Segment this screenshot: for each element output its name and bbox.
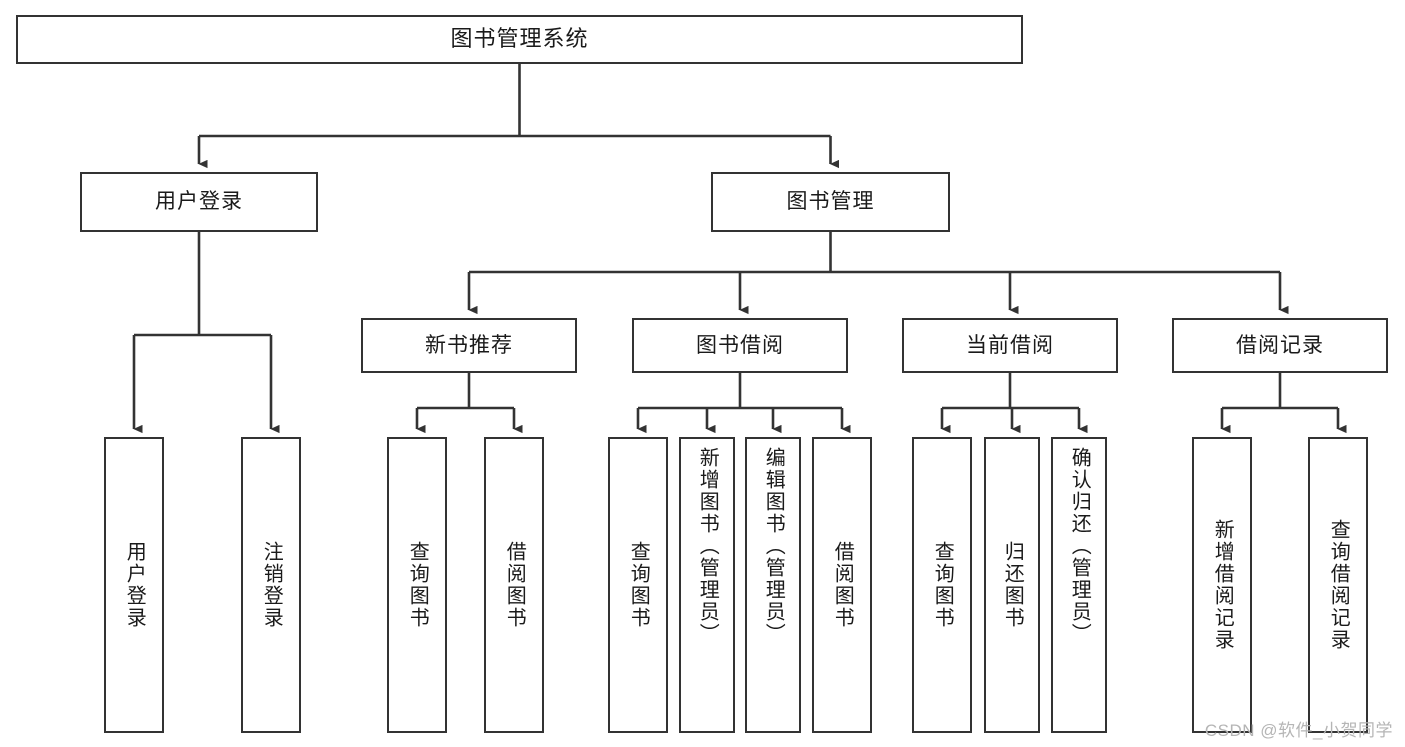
- edges-current-borrow: [940, 373, 1088, 434]
- node-leaf-add-book[interactable]: 新增图书（管理员）: [679, 437, 735, 733]
- node-book-borrow[interactable]: 图书借阅: [632, 318, 848, 373]
- edges-new-book-recommend: [415, 373, 523, 434]
- node-book-manage[interactable]: 图书管理: [711, 172, 950, 232]
- edges-borrow-record: [1220, 373, 1347, 434]
- csdn-watermark: CSDN @软件_小贺同学: [1204, 721, 1393, 740]
- edges-book-manage: [467, 232, 1289, 315]
- leaf-label: 查询图书: [931, 541, 954, 629]
- edges-user-login: [132, 232, 280, 434]
- leaf-label: 查询借阅记录: [1327, 519, 1350, 651]
- node-current-borrow[interactable]: 当前借阅: [902, 318, 1118, 373]
- node-leaf-query-book-3[interactable]: 查询图书: [912, 437, 972, 733]
- node-leaf-add-record[interactable]: 新增借阅记录: [1192, 437, 1252, 733]
- edges-book-borrow: [636, 373, 851, 434]
- node-new-book-recommend[interactable]: 新书推荐: [361, 318, 577, 373]
- leaf-label: 查询图书: [406, 541, 429, 629]
- leaf-label: 用户登录: [123, 541, 146, 629]
- leaf-label: 归还图书: [1001, 541, 1024, 629]
- leaf-label: 注销登录: [260, 541, 283, 629]
- leaf-label: 借阅图书: [503, 541, 526, 629]
- node-leaf-query-record[interactable]: 查询借阅记录: [1308, 437, 1368, 733]
- leaf-label: 借阅图书: [831, 541, 854, 629]
- node-user-login[interactable]: 用户登录: [80, 172, 318, 232]
- leaf-label: 新增借阅记录: [1211, 519, 1234, 651]
- edges-root: [197, 64, 840, 169]
- node-leaf-borrow-book-1[interactable]: 借阅图书: [484, 437, 544, 733]
- node-leaf-borrow-book-2[interactable]: 借阅图书: [812, 437, 872, 733]
- node-leaf-query-book-2[interactable]: 查询图书: [608, 437, 668, 733]
- leaf-label: 新增图书（管理员）: [696, 447, 719, 645]
- leaf-label: 确认归还（管理员）: [1068, 447, 1091, 645]
- node-leaf-confirm-return[interactable]: 确认归还（管理员）: [1051, 437, 1107, 733]
- node-root[interactable]: 图书管理系统: [16, 15, 1023, 64]
- node-leaf-logout[interactable]: 注销登录: [241, 437, 301, 733]
- node-leaf-return-book[interactable]: 归还图书: [984, 437, 1040, 733]
- node-borrow-record[interactable]: 借阅记录: [1172, 318, 1388, 373]
- leaf-label: 查询图书: [627, 541, 650, 629]
- node-leaf-edit-book[interactable]: 编辑图书（管理员）: [745, 437, 801, 733]
- leaf-label: 编辑图书（管理员）: [762, 447, 785, 645]
- node-leaf-user-login[interactable]: 用户登录: [104, 437, 164, 733]
- node-leaf-query-book-1[interactable]: 查询图书: [387, 437, 447, 733]
